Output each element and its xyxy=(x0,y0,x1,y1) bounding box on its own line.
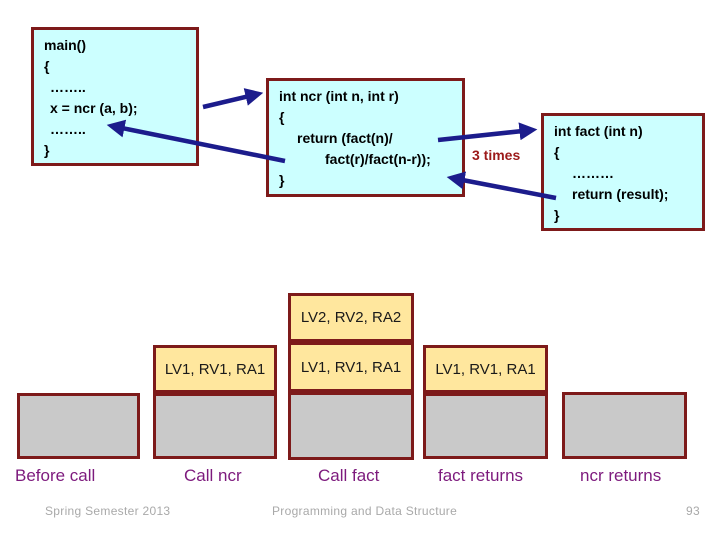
code-line: int fact (int n) xyxy=(554,123,643,139)
column-label-call-ncr: Call ncr xyxy=(184,466,242,485)
code-box-ncr: int ncr (int n, int r) { return (fact(n)… xyxy=(266,78,465,197)
code-line: main() xyxy=(44,37,86,53)
code-line: { xyxy=(44,58,50,74)
stack-base-fact-returns xyxy=(423,393,548,459)
code-line: ……… xyxy=(572,165,614,181)
code-line: } xyxy=(554,207,560,223)
arrow-main-to-ncr xyxy=(202,88,264,110)
stack-base-ncr-returns xyxy=(562,392,687,459)
code-line: { xyxy=(279,109,285,125)
annotation-3-times: 3 times xyxy=(472,147,521,163)
code-line: x = ncr (a, b); xyxy=(50,100,138,116)
stack-base-call-fact xyxy=(288,392,414,460)
code-line: fact(r)/fact(n-r)); xyxy=(325,151,431,167)
footer-semester: Spring Semester 2013 xyxy=(45,504,171,518)
stack-frame-lv1-call-ncr: LV1, RV1, RA1 xyxy=(153,345,277,393)
code-box-main: main() { …….. x = ncr (a, b); …….. } xyxy=(31,27,199,166)
code-line: } xyxy=(44,142,50,158)
code-line: int ncr (int n, int r) xyxy=(279,88,399,104)
code-line: …….. xyxy=(50,79,86,95)
column-label-fact-returns: fact returns xyxy=(438,466,524,485)
code-line: return (fact(n)/ xyxy=(297,130,393,146)
stack-frame-lv2-call-fact: LV2, RV2, RA2 xyxy=(288,293,414,342)
code-line: { xyxy=(554,144,560,160)
stack-base-call-ncr xyxy=(153,393,277,459)
column-label-ncr-returns: ncr returns xyxy=(580,466,662,485)
column-label-call-fact: Call fact xyxy=(318,466,380,485)
column-label-before-call: Before call xyxy=(15,466,96,485)
stack-base-before-call xyxy=(17,393,140,459)
stack-frame-lv1-call-fact: LV1, RV1, RA1 xyxy=(288,342,414,392)
code-line: return (result); xyxy=(572,186,669,202)
footer-course-title: Programming and Data Structure xyxy=(272,504,458,518)
code-line: } xyxy=(279,172,285,188)
page-number: 93 xyxy=(686,504,700,518)
stack-frame-lv1-fact-returns: LV1, RV1, RA1 xyxy=(423,345,548,393)
code-box-fact: int fact (int n) { ……… return (result); … xyxy=(541,113,705,231)
code-line: …….. xyxy=(50,121,86,137)
